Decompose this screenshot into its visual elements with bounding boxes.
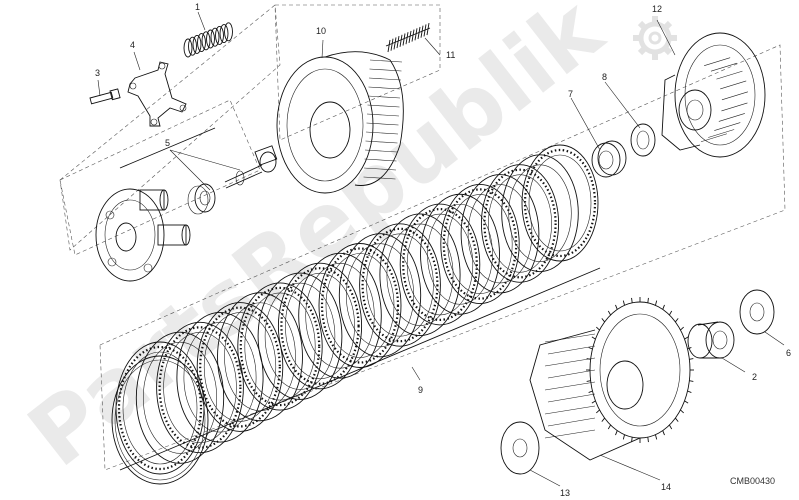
part-bolt-3 (89, 88, 121, 105)
part-bushing-2 (687, 321, 735, 359)
callout-13: 13 (560, 488, 570, 498)
clutch-plate-pack-9 (111, 144, 601, 485)
gear-watermark-icon (633, 16, 677, 60)
part-spring-plate-4 (127, 61, 187, 127)
part-washer-13 (500, 421, 540, 475)
leader-lines (97, 11, 785, 487)
callout-2: 2 (752, 372, 757, 382)
part-clutch-drum-10 (276, 51, 404, 194)
part-clutch-basket-14 (529, 297, 694, 461)
exploded-frames (59, 4, 786, 471)
drawing-code: CMB00430 (730, 476, 775, 486)
part-pushrod-assembly-5 (119, 127, 278, 215)
part-pressure-plate (95, 188, 191, 282)
part-spring-1 (183, 22, 233, 58)
callout-3: 3 (95, 68, 100, 78)
part-clutch-hub-12 (661, 32, 766, 158)
callout-6: 6 (786, 348, 791, 358)
callout-12: 12 (652, 4, 662, 14)
callout-4: 4 (130, 40, 135, 50)
part-bearing-7 (591, 140, 627, 178)
callout-5: 5 (165, 138, 170, 148)
callout-8: 8 (602, 72, 607, 82)
watermark-text: PartsRepublik (10, 0, 622, 487)
callout-7: 7 (568, 89, 573, 99)
callout-9: 9 (418, 385, 423, 395)
callout-1: 1 (195, 2, 200, 12)
part-screw-11 (385, 23, 431, 53)
callout-11: 11 (446, 50, 455, 60)
part-washer-6 (739, 289, 775, 335)
part-washer-8 (630, 123, 656, 157)
callout-14: 14 (661, 482, 671, 492)
callout-10: 10 (316, 26, 326, 36)
callout-labels: 1 2 3 4 5 6 7 8 9 10 11 12 13 14 CMB0043… (95, 2, 791, 498)
